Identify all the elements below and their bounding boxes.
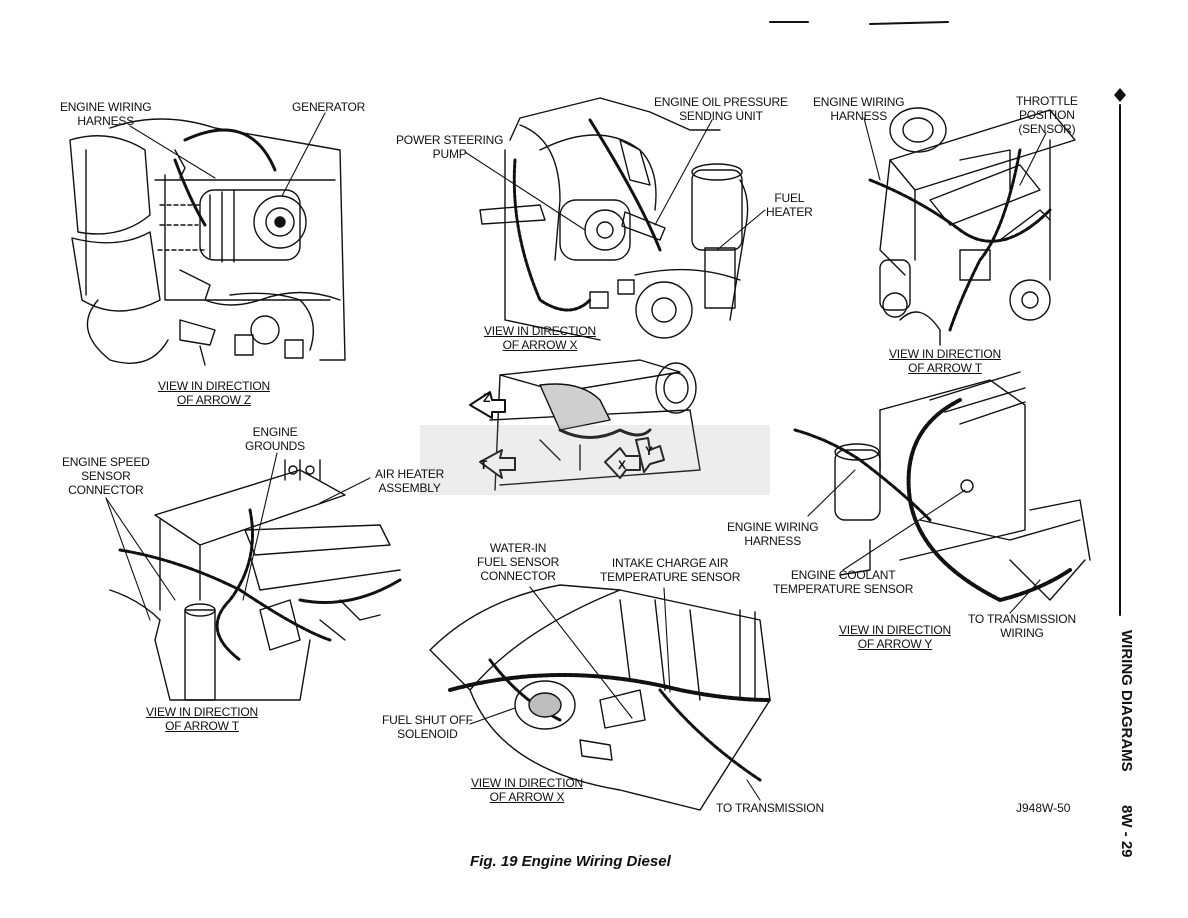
label-engine-grounds: ENGINE GROUNDS: [245, 425, 305, 453]
label-generator: GENERATOR: [292, 100, 366, 114]
label-oil-pressure-sending-unit: ENGINE OIL PRESSURE SENDING UNIT: [654, 95, 788, 123]
label-throttle-position-sensor: THROTTLE POSITION (SENSOR): [1016, 94, 1078, 136]
view-caption-arrow-t-bottom: VIEW IN DIRECTION OF ARROW T: [146, 705, 258, 733]
view-x-top-illustration: [479, 97, 749, 341]
view-caption-arrow-t-top: VIEW IN DIRECTION OF ARROW T: [889, 347, 1001, 375]
view-x-bottom-illustration: [429, 584, 772, 811]
label-engine-wiring-harness-y: ENGINE WIRING HARNESS: [727, 520, 819, 548]
view-caption-arrow-x-top: VIEW IN DIRECTION OF ARROW X: [484, 324, 596, 352]
label-air-heater-assembly: AIR HEATER ASSEMBLY: [375, 467, 445, 495]
section-title: WIRING DIAGRAMS: [1118, 630, 1135, 772]
label-fuel-heater: FUEL HEATER: [766, 191, 813, 219]
arrow-t-letter: T: [480, 458, 488, 472]
view-y-illustration: [793, 371, 1091, 602]
label-to-transmission-wiring: TO TRANSMISSION WIRING: [968, 612, 1076, 640]
label-fuel-shut-off-solenoid: FUEL SHUT OFF SOLENOID: [382, 713, 473, 741]
page-number: 8W - 29: [1118, 805, 1135, 858]
arrow-y-letter: Y: [645, 444, 653, 458]
label-to-transmission: TO TRANSMISSION: [716, 801, 824, 815]
engine-key-illustration: [469, 359, 701, 491]
view-z-illustration: [69, 118, 346, 366]
view-caption-arrow-z: VIEW IN DIRECTION OF ARROW Z: [158, 379, 270, 407]
label-intake-charge-air-temperature-sensor: INTAKE CHARGE AIR TEMPERATURE SENSOR: [600, 556, 741, 584]
label-engine-coolant-temperature-sensor: ENGINE COOLANT TEMPERATURE SENSOR: [773, 568, 914, 596]
label-power-steering-pump: POWER STEERING PUMP: [396, 133, 504, 161]
arrow-z-letter: Z: [483, 391, 491, 405]
label-engine-wiring-harness-z: ENGINE WIRING HARNESS: [60, 100, 152, 128]
figure-caption: Fig. 19 Engine Wiring Diesel: [470, 853, 671, 870]
arrow-x-letter: X: [618, 458, 626, 472]
view-caption-arrow-y: VIEW IN DIRECTION OF ARROW Y: [839, 623, 951, 651]
label-water-in-fuel-sensor-connector: WATER-IN FUEL SENSOR CONNECTOR: [477, 541, 560, 583]
view-caption-arrow-x-bottom: VIEW IN DIRECTION OF ARROW X: [471, 776, 583, 804]
view-t-bottom-illustration: [109, 459, 402, 701]
figure-reference-code: J948W-50: [1016, 801, 1071, 815]
view-t-top-illustration: [868, 107, 1076, 346]
label-engine-wiring-harness-t: ENGINE WIRING HARNESS: [813, 95, 905, 123]
label-engine-speed-sensor-connector: ENGINE SPEED SENSOR CONNECTOR: [62, 455, 150, 497]
